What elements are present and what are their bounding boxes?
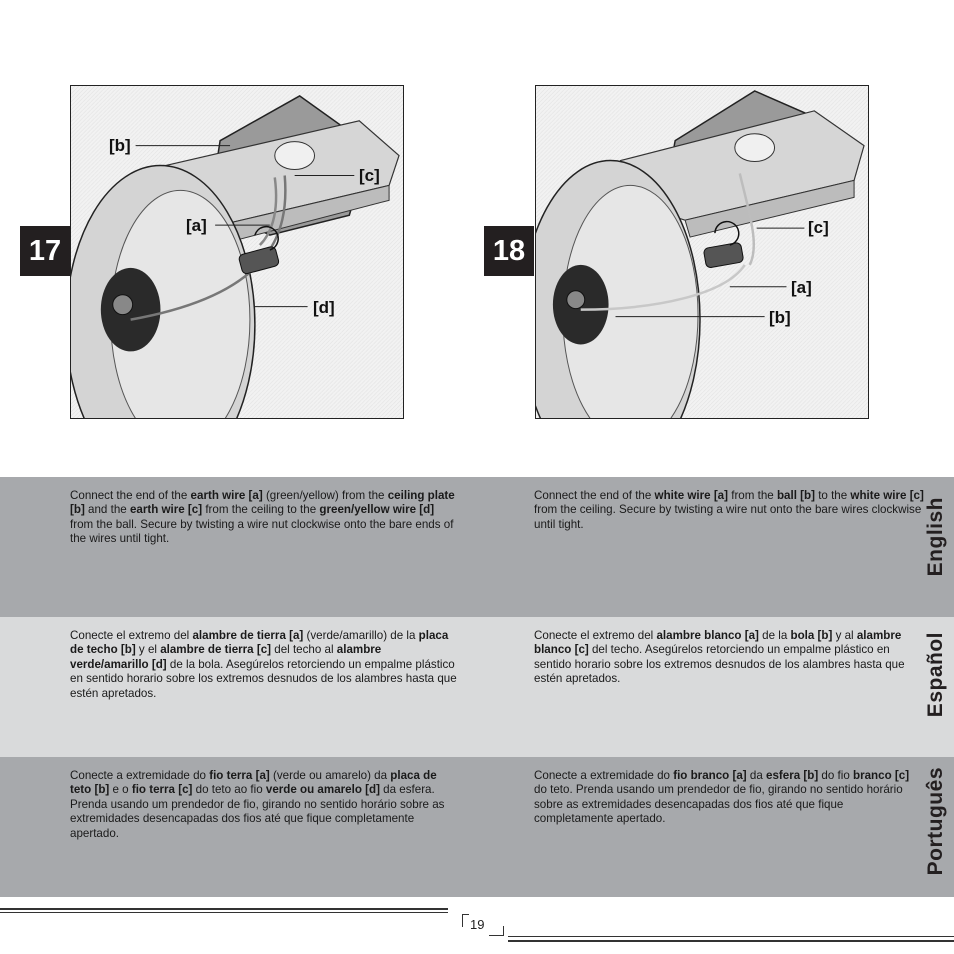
text-run: do teto ao fio <box>192 783 266 797</box>
text-run: (verde ou amarelo) da <box>269 769 391 782</box>
text-run: da <box>746 769 766 782</box>
bold-term: alambre verde/amarillo [d] <box>70 643 382 671</box>
text-run: Conecte el extremo del <box>70 629 193 642</box>
label-a: [a] <box>186 216 207 235</box>
label-a: [a] <box>791 278 812 297</box>
bold-term: fio terra [a] <box>209 769 270 782</box>
text-run: do teto. Prenda usando um prendedor de f… <box>534 783 903 826</box>
text-run: de la bola. Asegúrelos retorciendo un em… <box>70 657 457 700</box>
label-c: [c] <box>808 218 829 237</box>
bold-term: fio branco [a] <box>673 769 747 782</box>
portugues-step-18-text: Conecte a extremidade do fio branco [a] … <box>534 769 924 827</box>
text-run: Connect the end of the <box>534 489 655 502</box>
section-espanol: Conecte el extremo del alambre de tierra… <box>0 617 954 757</box>
figure-step-17: [b] [c] [a] [d] <box>70 85 404 419</box>
text-run: del techo al <box>271 643 337 657</box>
step-number-18: 18 <box>484 226 534 276</box>
page-number-bracket-right <box>489 926 504 936</box>
language-label-portugues: Português <box>924 767 947 876</box>
bold-term: esfera [b] <box>766 769 819 782</box>
text-run: from the ball. Secure by twisting a wire… <box>70 517 454 546</box>
text-run: (green/yellow) from the <box>262 489 388 502</box>
text-run: Conecte el extremo del <box>534 629 657 642</box>
text-run: Conecte a extremidade do <box>534 769 674 782</box>
text-run: de la <box>758 629 791 642</box>
espanol-step-18-text: Conecte el extremo del alambre blanco [a… <box>534 629 924 687</box>
label-d: [d] <box>313 298 335 317</box>
bold-term: alambre blanco [a] <box>656 629 759 642</box>
section-english: Connect the end of the earth wire [a] (g… <box>0 477 954 617</box>
text-run: do fio <box>818 769 854 782</box>
bold-term: alambre de tierra [a] <box>192 629 304 642</box>
bold-term: white wire [a] <box>654 489 728 502</box>
label-b: [b] <box>109 136 131 155</box>
text-run: y al <box>832 629 857 642</box>
text-run: y el <box>135 643 161 657</box>
english-step-17-text: Connect the end of the earth wire [a] (g… <box>70 489 460 547</box>
text-run: and the <box>84 503 130 517</box>
bold-term: branco [c] <box>853 769 910 782</box>
text-run: Connect the end of the <box>70 489 191 502</box>
illustration-earth-wire-connection <box>71 86 403 418</box>
bold-term: earth wire [c] <box>129 503 203 517</box>
footer-rule-right-thin <box>508 936 954 937</box>
english-step-18-text: Connect the end of the white wire [a] fr… <box>534 489 924 532</box>
bold-term: white wire [c] <box>850 489 924 502</box>
bold-term: green/yellow wire [d] <box>319 503 435 517</box>
bold-term: ceiling plate [b] <box>70 489 455 517</box>
section-portugues: Conecte a extremidade do fio terra [a] (… <box>0 757 954 897</box>
text-run: da esfera. Prenda usando um prendedor de… <box>70 783 445 840</box>
label-c: [c] <box>359 166 380 185</box>
text-run: from the <box>728 489 777 502</box>
bold-term: placa de teto [b] <box>70 769 437 797</box>
illustration-white-wire-connection <box>536 86 868 418</box>
footer-rule-right <box>508 940 954 942</box>
text-run: from the ceiling. Secure by twisting a w… <box>534 503 922 531</box>
bold-term: bola [b] <box>790 629 833 642</box>
bold-term: placa de techo [b] <box>70 629 449 657</box>
text-run: Conecte a extremidade do <box>70 769 210 782</box>
bold-term: alambre blanco [c] <box>534 629 902 657</box>
page-number: 19 <box>470 917 485 932</box>
footer-rule-left-thin <box>0 912 448 913</box>
text-run: to the <box>814 489 851 502</box>
text-run: del techo. Asegúrelos retorciendo un emp… <box>534 643 905 686</box>
language-label-english: English <box>924 497 947 577</box>
bold-term: fio terra [c] <box>131 783 193 797</box>
bold-term: verde ou amarelo [d] <box>265 783 380 797</box>
bold-term: earth wire [a] <box>190 489 263 502</box>
text-run: (verde/amarillo) de la <box>303 629 419 642</box>
page-number-bracket-left <box>462 914 469 927</box>
bold-term: alambre de tierra [c] <box>160 643 272 657</box>
footer-rule-left <box>0 908 448 910</box>
language-label-espanol: Español <box>924 632 947 718</box>
figure-step-18: [c] [a] [b] <box>535 85 869 419</box>
bold-term: ball [b] <box>776 489 815 502</box>
text-run: e o <box>109 783 132 797</box>
portugues-step-17-text: Conecte a extremidade do fio terra [a] (… <box>70 769 460 841</box>
text-run: from the ceiling to the <box>202 503 320 517</box>
label-b: [b] <box>769 308 791 327</box>
espanol-step-17-text: Conecte el extremo del alambre de tierra… <box>70 629 460 701</box>
step-number-17: 17 <box>20 226 70 276</box>
